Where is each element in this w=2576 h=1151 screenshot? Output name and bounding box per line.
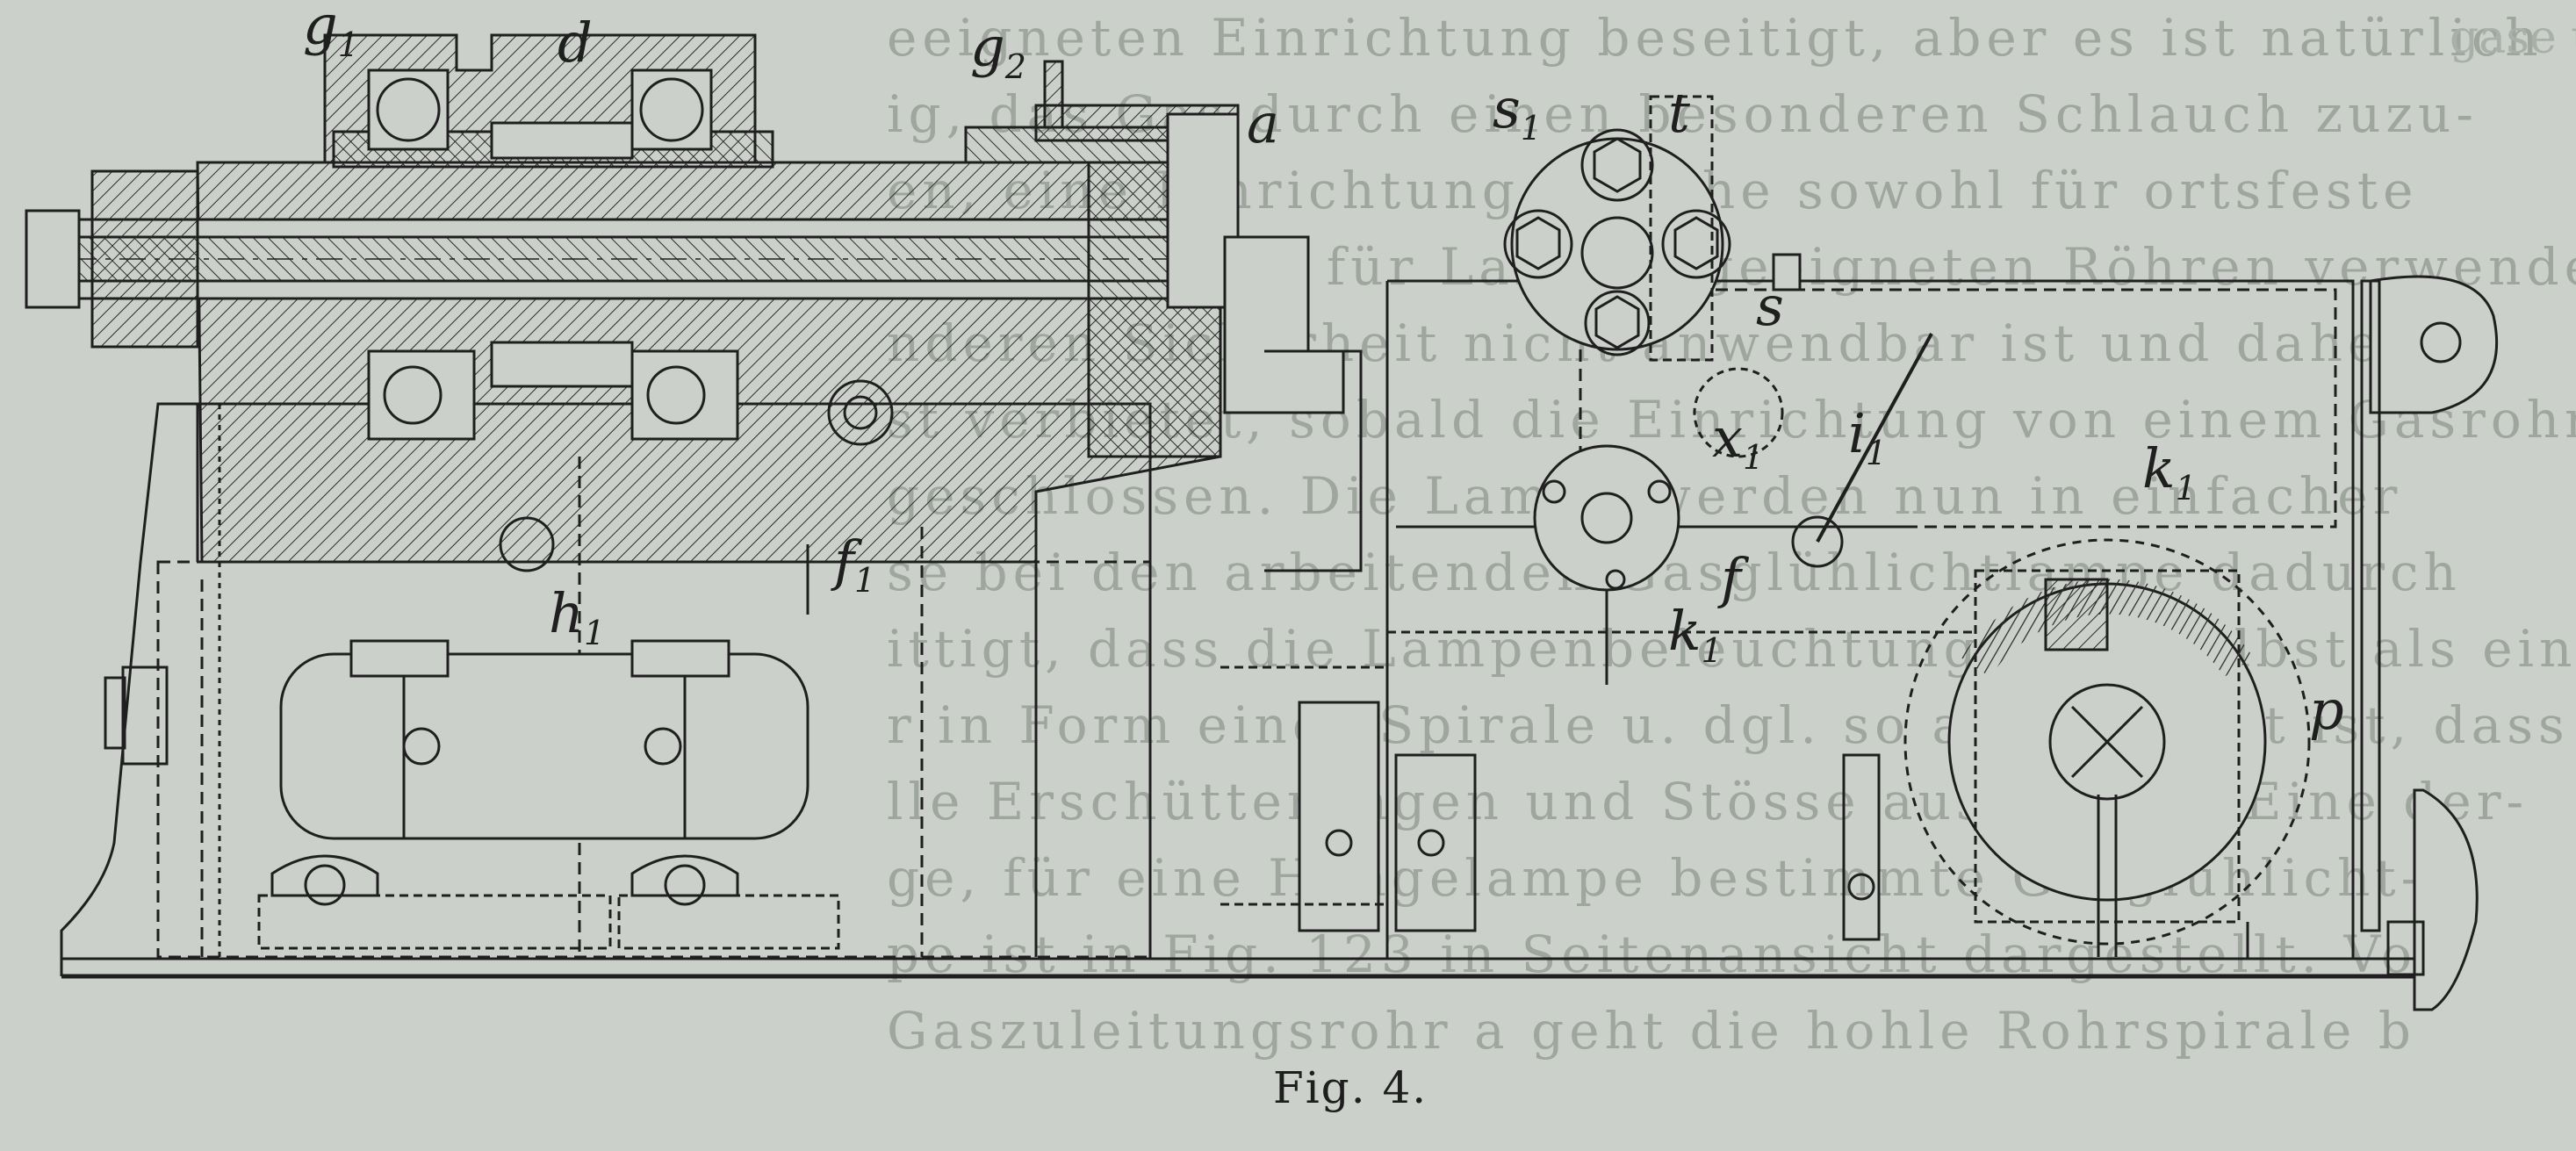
hand-wheel: [2413, 788, 2479, 1011]
figure-caption: Fig. 4.: [1273, 1062, 1428, 1113]
slide-block: [1298, 701, 1380, 932]
label-g1: g1: [303, 0, 359, 64]
label-p: p: [2309, 678, 2344, 742]
label-a: a: [1247, 91, 1279, 155]
motor-h1: [279, 652, 809, 840]
label-i1: i1: [1848, 401, 1887, 472]
bleed-line: gase und wird dadurch: [2450, 11, 2576, 64]
label-h1: h1: [549, 581, 605, 652]
label-g2: g2: [970, 15, 1026, 86]
bleed-line: se bei den arbeitenden Gasglühlichtlampe…: [887, 543, 2462, 602]
lever-i1: [1816, 333, 1933, 543]
lower-disc: [1533, 444, 1680, 592]
left-base-body: [60, 402, 1152, 976]
part-labels: g1 d g2 a s1 t s x1 i1 k1 f1 h1 f k1 p: [303, 0, 2344, 742]
bleed-line: Gaszuleitungsrohr a geht die hohle Rohrs…: [887, 1001, 2416, 1061]
clamp-right: [630, 854, 739, 897]
label-k1-top: k1: [2142, 436, 2197, 507]
clamp-left: [270, 854, 379, 897]
right-top-box: [1579, 288, 2337, 529]
label-t: t: [1668, 81, 1690, 145]
left-flange: [121, 665, 169, 766]
label-f-lower: f: [1717, 546, 1750, 610]
label-s: s: [1756, 274, 1784, 338]
label-x1: x1: [1712, 406, 1764, 477]
revolver-wheel: [1510, 137, 1724, 351]
spindle-end-cap: [25, 209, 81, 309]
label-k1-lower: k1: [1668, 599, 1723, 670]
pivot-bracket: [2369, 275, 2499, 414]
bleed-through-text-right: gase und wird dadurch: [2450, 0, 2576, 1151]
right-frame: [1387, 279, 2355, 960]
label-s1: s1: [1493, 76, 1542, 147]
lower-base-box: [156, 560, 1152, 959]
bleed-line: r in Form einer Spirale u. dgl. so ausge…: [887, 695, 2570, 755]
label-f1: f1: [831, 529, 875, 600]
bleed-line: eeigneten Einrichtung beseitigt, aber es…: [887, 8, 2544, 68]
label-d: d: [558, 11, 593, 75]
